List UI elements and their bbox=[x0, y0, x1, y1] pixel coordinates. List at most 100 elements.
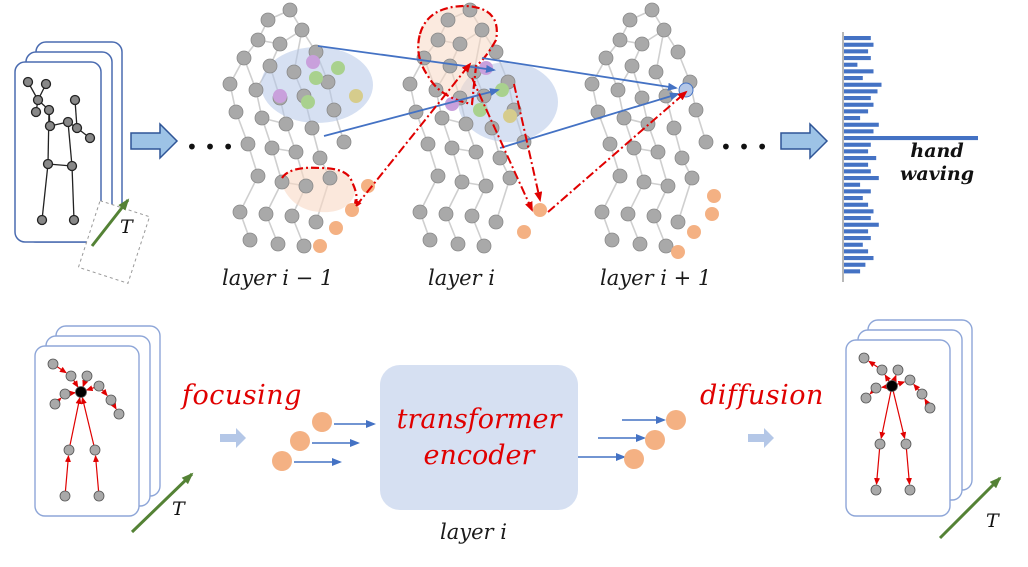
transformer-encoder-box: transformer encoder bbox=[380, 365, 578, 510]
focusing-label: focusing bbox=[182, 380, 302, 411]
histogram-bar bbox=[844, 109, 869, 114]
graph-node bbox=[270, 236, 286, 252]
skeleton-center-joint bbox=[75, 386, 87, 398]
histogram-bar bbox=[844, 249, 869, 254]
graph-node bbox=[248, 82, 264, 98]
time-arrow-bottom-right bbox=[938, 476, 1002, 540]
graph-node bbox=[250, 32, 266, 48]
skeleton-joint bbox=[858, 352, 870, 364]
graph-node bbox=[612, 168, 628, 184]
graph-node bbox=[304, 120, 320, 136]
histogram-bar bbox=[844, 156, 877, 161]
time-arrow-bottom-left bbox=[130, 472, 194, 534]
graph-node bbox=[698, 134, 714, 150]
time-arrow-input bbox=[90, 198, 130, 247]
graph-node bbox=[454, 174, 470, 190]
label-layer-i-plus-1: layer i + 1 bbox=[600, 266, 712, 290]
bottom-skeleton-right bbox=[845, 319, 1002, 540]
graph-node bbox=[236, 50, 252, 66]
graph-node bbox=[412, 204, 428, 220]
graph-node bbox=[488, 214, 504, 230]
graph-node bbox=[632, 236, 648, 252]
histogram-bar bbox=[844, 69, 874, 74]
graph-node bbox=[666, 120, 682, 136]
graph-node bbox=[420, 136, 436, 152]
histogram-bar bbox=[844, 176, 879, 181]
skeleton-joint bbox=[47, 358, 59, 370]
graph-node bbox=[674, 150, 690, 166]
graph-node bbox=[648, 64, 664, 80]
graph-node bbox=[670, 214, 686, 230]
skeleton-center-joint bbox=[886, 380, 898, 392]
prediction-label: hand waving bbox=[900, 140, 974, 186]
graph-node bbox=[296, 238, 312, 254]
graph-node bbox=[260, 12, 276, 28]
histogram-bar bbox=[844, 256, 874, 261]
graph-node bbox=[278, 116, 294, 132]
graph-node bbox=[272, 36, 288, 52]
time-label-bottom-right: T bbox=[986, 510, 999, 532]
histogram-bar bbox=[844, 36, 871, 41]
graph-node bbox=[240, 136, 256, 152]
encoder-label-line2: encoder bbox=[423, 439, 535, 471]
skeleton-joint bbox=[860, 392, 872, 404]
diffusion-label: diffusion bbox=[700, 380, 824, 411]
ellipsis-left: • • • bbox=[186, 135, 234, 159]
graph-layer-i-minus-1 bbox=[222, 2, 375, 254]
histogram-bar bbox=[844, 62, 858, 67]
skeleton-joint bbox=[874, 438, 886, 450]
histogram-bar bbox=[844, 142, 871, 147]
graph-node bbox=[474, 22, 490, 38]
graph-layer-i bbox=[402, 2, 558, 254]
skeleton-joint bbox=[870, 382, 882, 394]
graph-node bbox=[476, 238, 492, 254]
graph-node bbox=[688, 102, 704, 118]
graph-node bbox=[222, 76, 238, 92]
ellipsis-right: • • • bbox=[720, 135, 768, 159]
graph-node bbox=[298, 178, 314, 194]
focus-outline-red bbox=[417, 4, 498, 106]
class-score-histogram bbox=[842, 32, 978, 282]
graph-node bbox=[322, 170, 338, 186]
graph-node bbox=[232, 204, 248, 220]
graph-node bbox=[336, 134, 352, 150]
graph-node bbox=[442, 58, 458, 74]
graph-node bbox=[624, 58, 640, 74]
skeleton-joint bbox=[904, 374, 916, 386]
skeleton-joint bbox=[105, 394, 117, 406]
highlight-nodes bbox=[273, 55, 363, 109]
graph-node bbox=[308, 214, 324, 230]
graph-node bbox=[584, 76, 600, 92]
histogram-bar bbox=[844, 89, 878, 94]
graph-node bbox=[646, 208, 662, 224]
graph-node bbox=[670, 44, 686, 60]
graph-node bbox=[658, 238, 674, 254]
graph-node bbox=[444, 140, 460, 156]
graph-node bbox=[288, 144, 304, 160]
graph-node bbox=[644, 2, 660, 18]
graph-node bbox=[450, 236, 466, 252]
graph-node bbox=[262, 58, 278, 74]
encoder-layer-label: layer i bbox=[440, 520, 507, 544]
prediction-word-1: hand bbox=[910, 140, 964, 162]
input-skeleton bbox=[22, 76, 96, 226]
graph-node bbox=[312, 150, 328, 166]
graph-node bbox=[258, 206, 274, 222]
skeleton-joint bbox=[93, 490, 105, 502]
graph-node bbox=[604, 232, 620, 248]
graph-node bbox=[294, 22, 310, 38]
histogram-bar bbox=[844, 96, 871, 101]
label-layer-i: layer i bbox=[428, 266, 495, 290]
skeleton-joint bbox=[81, 370, 93, 382]
input-skeleton-stack bbox=[14, 41, 151, 284]
skeleton-joint bbox=[870, 484, 882, 496]
graph-node bbox=[468, 144, 484, 160]
histogram-bar bbox=[844, 116, 861, 121]
graph-node bbox=[264, 140, 280, 156]
graph-node bbox=[402, 76, 418, 92]
graph-node bbox=[422, 232, 438, 248]
prediction-word-2: waving bbox=[900, 163, 975, 185]
graph-node bbox=[620, 206, 636, 222]
skeleton-joint bbox=[93, 380, 105, 392]
graph-node bbox=[594, 204, 610, 220]
